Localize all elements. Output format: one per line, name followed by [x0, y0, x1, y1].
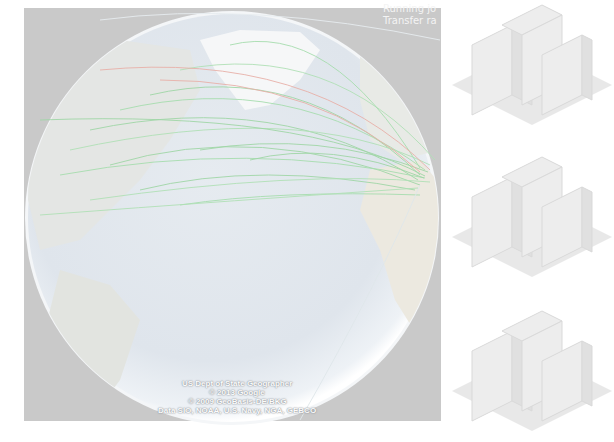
status-text: Transfer ra [383, 15, 437, 27]
transfer-lines [40, 13, 440, 420]
continents [28, 30, 445, 420]
server-icons [452, 5, 612, 431]
attribution: © 2013 Google [209, 388, 265, 397]
attribution: Data SIO, NOAA, U.S. Navy, NGA, GEBCO [158, 406, 316, 415]
attribution: © 2009 GeoBasis-DE/BKG [188, 397, 287, 406]
status-text: Running jo [383, 3, 436, 15]
attribution: US Dept of State Geographer [182, 379, 292, 388]
